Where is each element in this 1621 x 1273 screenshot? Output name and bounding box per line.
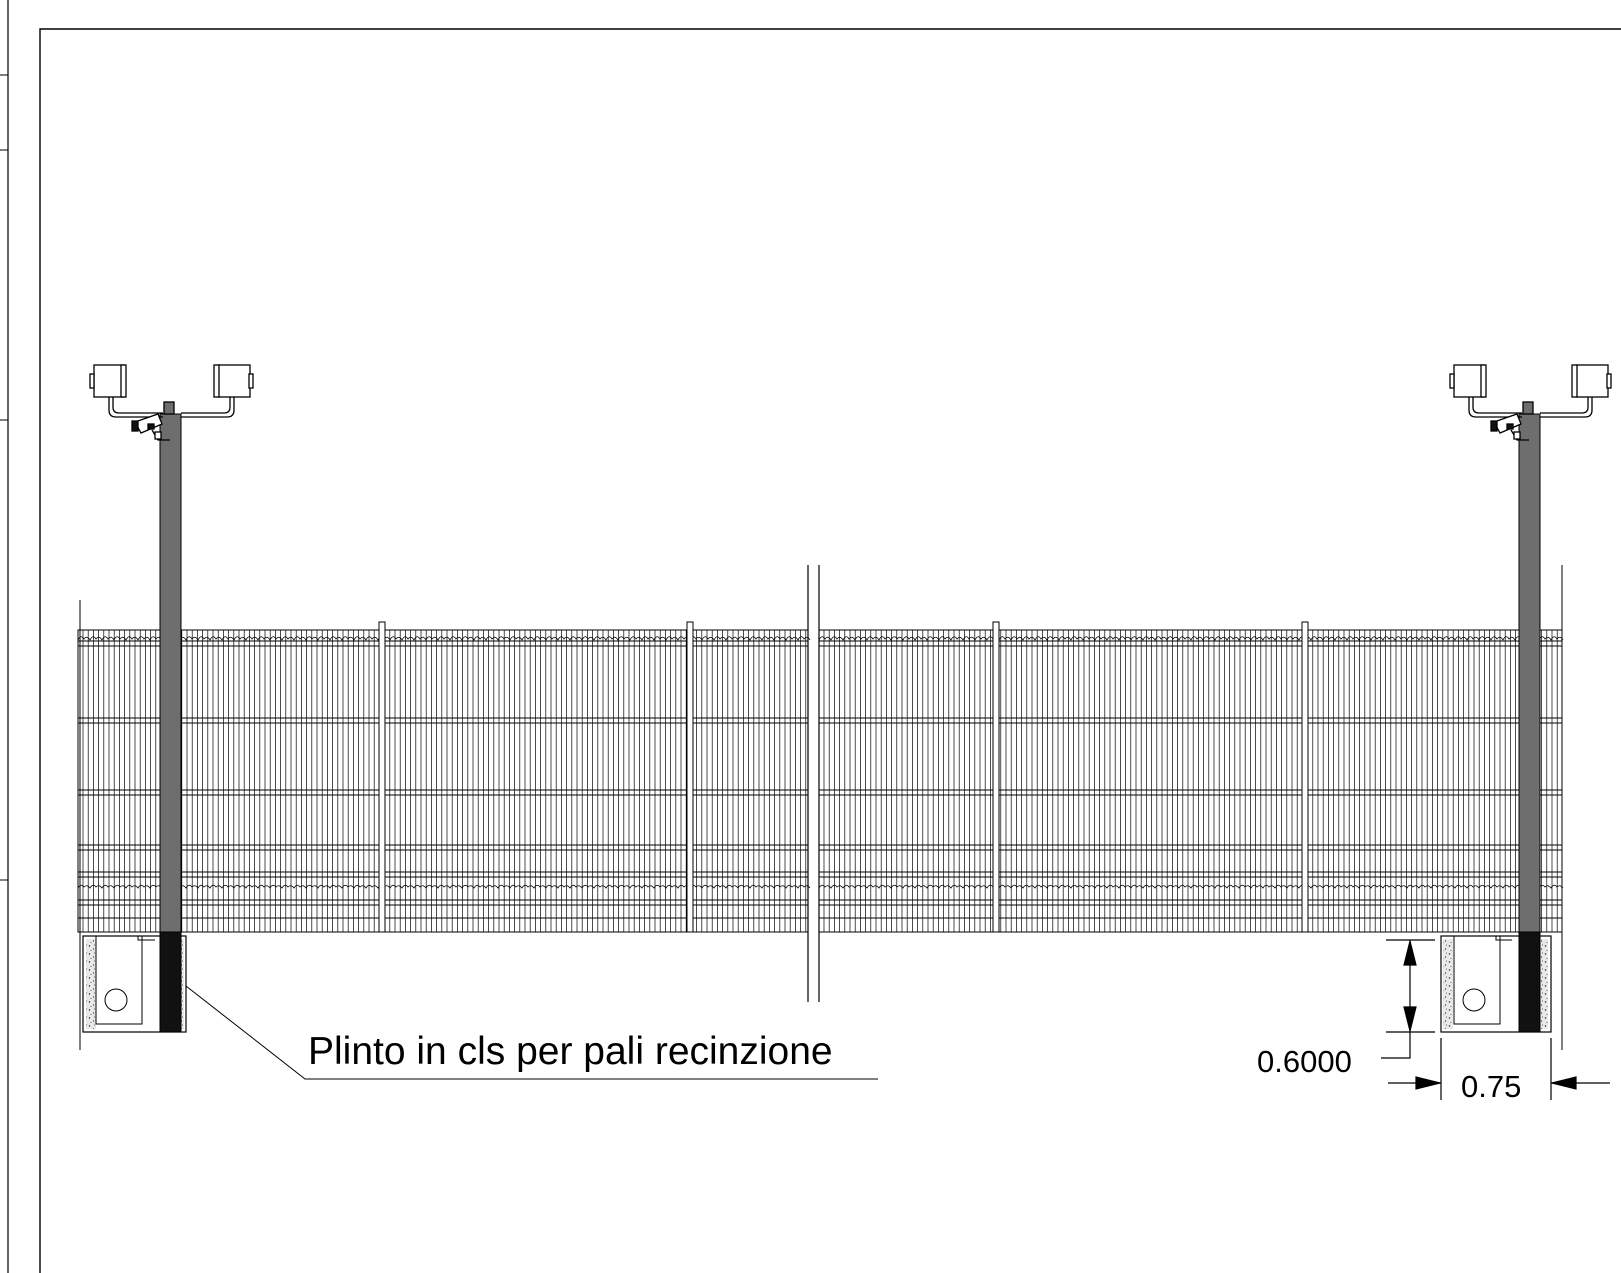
pole-head-left	[89, 364, 254, 441]
pole-head-right	[1449, 364, 1612, 441]
cctv-camera-icon	[131, 413, 170, 441]
depth-dimension-label: 0.6000	[1257, 1044, 1352, 1079]
break-lines	[807, 565, 820, 1002]
floodlight-icon	[1449, 364, 1522, 418]
light-pole-right	[1518, 413, 1541, 1033]
floodlight-icon	[89, 364, 163, 418]
cctv-camera-icon	[1490, 413, 1529, 441]
floodlight-icon	[1540, 364, 1612, 418]
fence-panel-right	[818, 621, 1564, 933]
plinth-callout: Plinto in cls per pali recinzione	[185, 985, 878, 1080]
floodlight-icon	[181, 364, 254, 418]
plinth-label: Plinto in cls per pali recinzione	[308, 1030, 833, 1073]
width-dimension: 0.75	[1388, 1038, 1610, 1104]
width-dimension-label: 0.75	[1461, 1069, 1521, 1104]
extent-lines	[79, 565, 1563, 1050]
depth-dimension: 0.6000	[1257, 939, 1435, 1079]
light-pole-left	[159, 413, 182, 1033]
fence-panel-left	[77, 621, 811, 933]
